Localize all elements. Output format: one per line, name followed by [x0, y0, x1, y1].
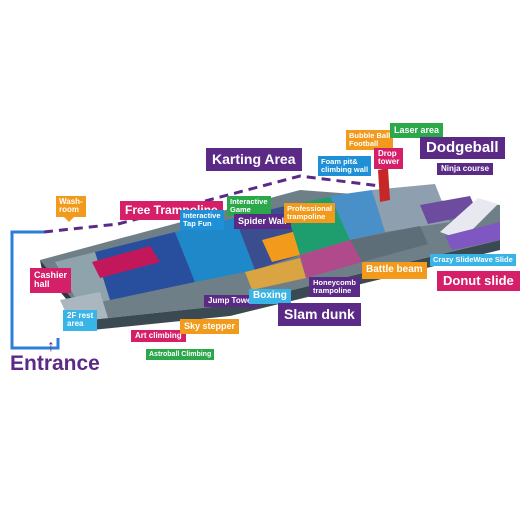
- zone-boxing: [245, 258, 306, 290]
- zone-foam-pit: [330, 190, 385, 240]
- label-drop-tower: Drop tower: [374, 148, 404, 169]
- zone-drop-tower: [378, 168, 390, 202]
- label-honeycomb-trampoline: Honeycomb trampoline: [309, 277, 360, 297]
- label-interactive-game: Interactive Game: [227, 196, 271, 216]
- label-professional-trampoline: Professional trampoline: [284, 203, 336, 223]
- label-sky-stepper: Sky stepper: [180, 319, 240, 335]
- zone-battle-beam: [350, 226, 428, 262]
- label-crazy-slidewave-slide: Crazy SlideWave Slide: [430, 254, 516, 266]
- zone-tap-fun: [175, 218, 255, 282]
- label-slam-dunk: Slam dunk: [278, 303, 361, 326]
- label-donut-slide: Donut slide: [437, 271, 520, 291]
- entrance-label: Entrance: [10, 352, 100, 375]
- zone-donut-slide: [445, 222, 500, 250]
- label-laser-area: Laser area: [390, 123, 444, 139]
- label-karting-area: Karting Area: [206, 148, 302, 171]
- label-2f-rest-area: 2F rest area: [63, 310, 98, 331]
- zone-slide: [440, 198, 498, 240]
- label-art-climbing: Art climbing: [131, 330, 186, 343]
- label-wash-room: Wash- room: [56, 196, 86, 222]
- label-foam-pit-climbing-wall: Foam pit& climbing wall: [318, 156, 372, 176]
- label-astroball-climbing: Astroball Climbing: [146, 349, 215, 361]
- zone-slam-dunk: [300, 240, 362, 278]
- label-battle-beam: Battle beam: [362, 262, 427, 279]
- label-spider-wall: Spider Wall: [234, 214, 291, 230]
- label-dodgeball: Dodgeball: [420, 137, 505, 159]
- building-front-wall: [90, 240, 500, 330]
- zone-ninja-course: [420, 196, 478, 224]
- zone-free-trampoline-top: [92, 246, 160, 278]
- entrance-arrow-icon: ↑: [47, 338, 55, 355]
- label-interactive-tap-fun: Interactive Tap Fun: [180, 210, 224, 230]
- label-bubble-ball-football: Bubble Ball Football: [346, 130, 394, 150]
- label-jump-tower: Jump Tower: [204, 295, 259, 308]
- entrance-path-blue: [10, 230, 60, 350]
- label-boxing: Boxing: [249, 289, 291, 304]
- label-ninja-course: Ninja course: [437, 163, 494, 176]
- label-cashier-hall: Cashier hall: [30, 268, 72, 293]
